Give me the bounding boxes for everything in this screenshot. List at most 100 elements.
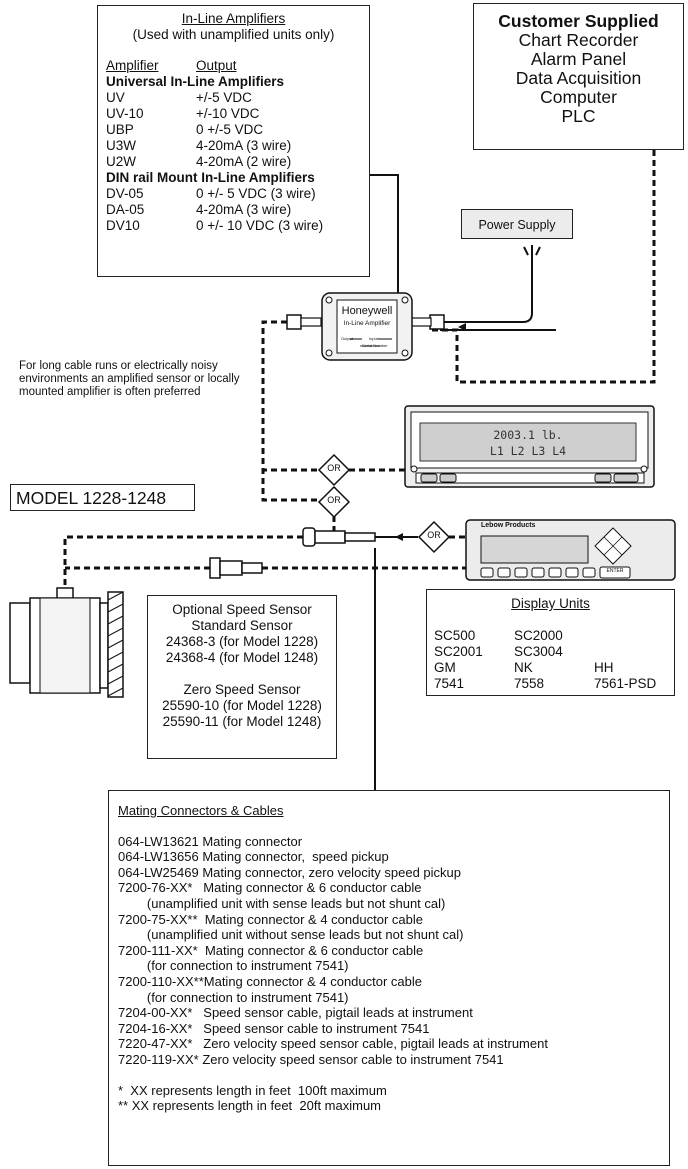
amplifier-row: U2W 4-20mA (2 wire): [106, 154, 369, 170]
amplifier-header-row: Amplifier Output: [106, 58, 369, 74]
mating-footnote: * XX represents length in feet 100ft max…: [118, 1082, 387, 1098]
speed-sensor-part: 24368-3 (for Model 1228): [165, 634, 319, 649]
cable-run-note: For long cable runs or electrically nois…: [19, 360, 240, 398]
display-units-row: 7541 7558 7561-PSD: [434, 676, 674, 692]
lebow-enter-key: ENTER: [606, 568, 624, 574]
display-unit: SC3004: [514, 644, 563, 659]
inline-amplifiers-subtitle: (Used with unamplified units only): [132, 27, 335, 42]
amplifier-output-label: Output: [341, 336, 354, 341]
display-unit: NK: [514, 660, 533, 675]
or-label: OR: [327, 463, 341, 473]
display-units-row: SC500 SC2000: [434, 628, 674, 644]
amplifier-model: U2W: [106, 154, 136, 169]
amplifier-housing-drawing: [286, 292, 445, 361]
display-unit: SC500: [434, 628, 476, 643]
speed-sensor-connector-drawing: [209, 557, 263, 579]
display-units-panel: Display Units SC500 SC2000 SC2001 SC3004 G…: [426, 589, 675, 696]
customer-item: Data Acquisition: [515, 68, 642, 88]
display-unit: HH: [594, 660, 614, 675]
amplifier-model: UV: [106, 90, 125, 105]
display-unit: SC2000: [514, 628, 563, 643]
amplifier-row: UV +/-5 VDC: [106, 90, 369, 106]
amplifier-output: 4-20mA (2 wire): [196, 154, 292, 169]
mating-row: 7204-16-XX* Speed sensor cable to instru…: [118, 1020, 430, 1036]
amplifier-output: 0 +/- 10 VDC (3 wire): [196, 218, 324, 233]
amplifier-input-label: Input: [369, 336, 378, 341]
amplifier-row: DV10 0 +/- 10 VDC (3 wire): [106, 218, 369, 234]
power-supply-box: Power Supply: [461, 209, 573, 239]
digital-display-drawing: [404, 405, 655, 488]
mating-row: 064-LW25469 Mating connector, zero veloc…: [118, 864, 462, 880]
mating-title: Mating Connectors & Cables: [118, 803, 284, 818]
amplifier-model: DV-05: [106, 186, 144, 201]
mating-row: 7200-75-XX** Mating connector & 4 conduc…: [118, 911, 423, 927]
lebow-brand: Lebow Products: [481, 522, 536, 529]
amplifier-row: DA-05 4-20mA (3 wire): [106, 202, 369, 218]
display-unit: 7561-PSD: [594, 676, 657, 691]
or-label: OR: [327, 495, 341, 505]
speed-sensor-part: 24368-4 (for Model 1248): [165, 650, 319, 665]
mating-row: (for connection to instrument 7541): [118, 989, 349, 1005]
mating-row: 064-LW13656 Mating connector, speed pick…: [118, 849, 389, 865]
amplifier-serial-label: Serial Number: [362, 343, 388, 348]
amplifier-model: U3W: [106, 138, 136, 153]
amplifier-output: 0 +/-5 VDC: [196, 122, 264, 137]
amplifier-output: 4-20mA (3 wire): [196, 202, 292, 217]
speed-sensor-part: 25590-11 (for Model 1248): [162, 714, 322, 729]
display-unit: GM: [434, 660, 456, 675]
display-units-row: SC2001 SC3004: [434, 644, 674, 660]
amplifier-row: DV-05 0 +/- 5 VDC (3 wire): [106, 186, 369, 202]
amplifier-model: DA-05: [106, 202, 145, 217]
standard-sensor-title: Standard Sensor: [191, 618, 293, 633]
customer-supplied-panel: Customer Supplied Chart Recorder Alarm P…: [473, 3, 684, 150]
amplifier-output: 0 +/- 5 VDC (3 wire): [196, 186, 316, 201]
display-readout-line1: 2003.1 lb.: [493, 428, 563, 442]
mating-row: 7204-00-XX* Speed sensor cable, pigtail …: [118, 1005, 473, 1021]
inline-amplifiers-title: In-Line Amplifiers: [181, 11, 286, 26]
mating-row: 7220-119-XX* Zero velocity speed sensor …: [118, 1051, 504, 1067]
customer-item: PLC: [561, 106, 596, 126]
amplifier-row: UBP 0 +/-5 VDC: [106, 122, 369, 138]
mating-row: 7200-111-XX* Mating connector & 6 conduc…: [118, 942, 424, 958]
amplifier-model: DV10: [106, 218, 140, 233]
mating-row: (unamplified unit with sense leads but n…: [118, 895, 446, 911]
amplifier-output: +/-5 VDC: [196, 90, 252, 105]
mating-row: (for connection to instrument 7541): [118, 958, 349, 974]
amplifier-col-header: Amplifier: [106, 58, 159, 73]
lebow-instrument-drawing: [465, 519, 676, 581]
amplifier-device-name: In-Line Amplifier: [343, 320, 391, 327]
display-unit: 7541: [434, 676, 465, 691]
amplifier-row: UV-10+/-10 VDC: [106, 106, 369, 122]
display-unit: SC2001: [434, 644, 483, 659]
display-readout-line2: L1 L2 L3 L4: [489, 444, 567, 458]
model-label: MODEL 1228-1248: [10, 484, 195, 511]
customer-item: Chart Recorder: [518, 30, 639, 50]
mating-connector-drawing: [302, 527, 376, 547]
amplifier-output: 4-20mA (3 wire): [196, 138, 292, 153]
display-units-title: Display Units: [511, 596, 590, 611]
optional-speed-title: Optional Speed Sensor: [172, 602, 312, 617]
amplifier-brand: Honeywell: [341, 305, 393, 317]
display-units-row: GM NK HH: [434, 660, 674, 676]
inline-amplifiers-panel: In-Line Amplifiers (Used with unamplifie…: [97, 5, 370, 277]
output-col-header: Output: [196, 58, 237, 73]
mating-row: (unamplified unit without sense leads bu…: [118, 927, 464, 943]
amplifier-row: U3W 4-20mA (3 wire): [106, 138, 369, 154]
mating-row: 7220-47-XX* Zero velocity speed sensor c…: [118, 1036, 548, 1052]
mating-row: 7200-76-XX* Mating connector & 6 conduct…: [118, 880, 422, 896]
mating-footnote: ** XX represents length in feet 20ft max…: [118, 1098, 382, 1114]
mating-connectors-panel: Mating Connectors & Cables 064-LW13621 M…: [108, 790, 670, 1166]
display-unit: 7558: [514, 676, 545, 691]
customer-item: Alarm Panel: [530, 49, 627, 69]
customer-item: Computer: [540, 87, 617, 107]
speed-sensor-part: 25590-10 (for Model 1228): [162, 698, 322, 713]
speed-sensor-panel: Optional Speed Sensor Standard Sensor 24…: [147, 595, 337, 759]
din-header: DIN rail Mount In-Line Amplifiers: [106, 170, 315, 185]
amplifier-output: +/-10 VDC: [196, 106, 260, 121]
universal-header: Universal In-Line Amplifiers: [106, 74, 285, 89]
customer-supplied-title: Customer Supplied: [498, 11, 659, 31]
or-label: OR: [427, 530, 441, 540]
amplifier-model: UBP: [106, 122, 134, 137]
mating-row: 7200-110-XX**Mating connector & 4 conduc…: [118, 973, 423, 989]
